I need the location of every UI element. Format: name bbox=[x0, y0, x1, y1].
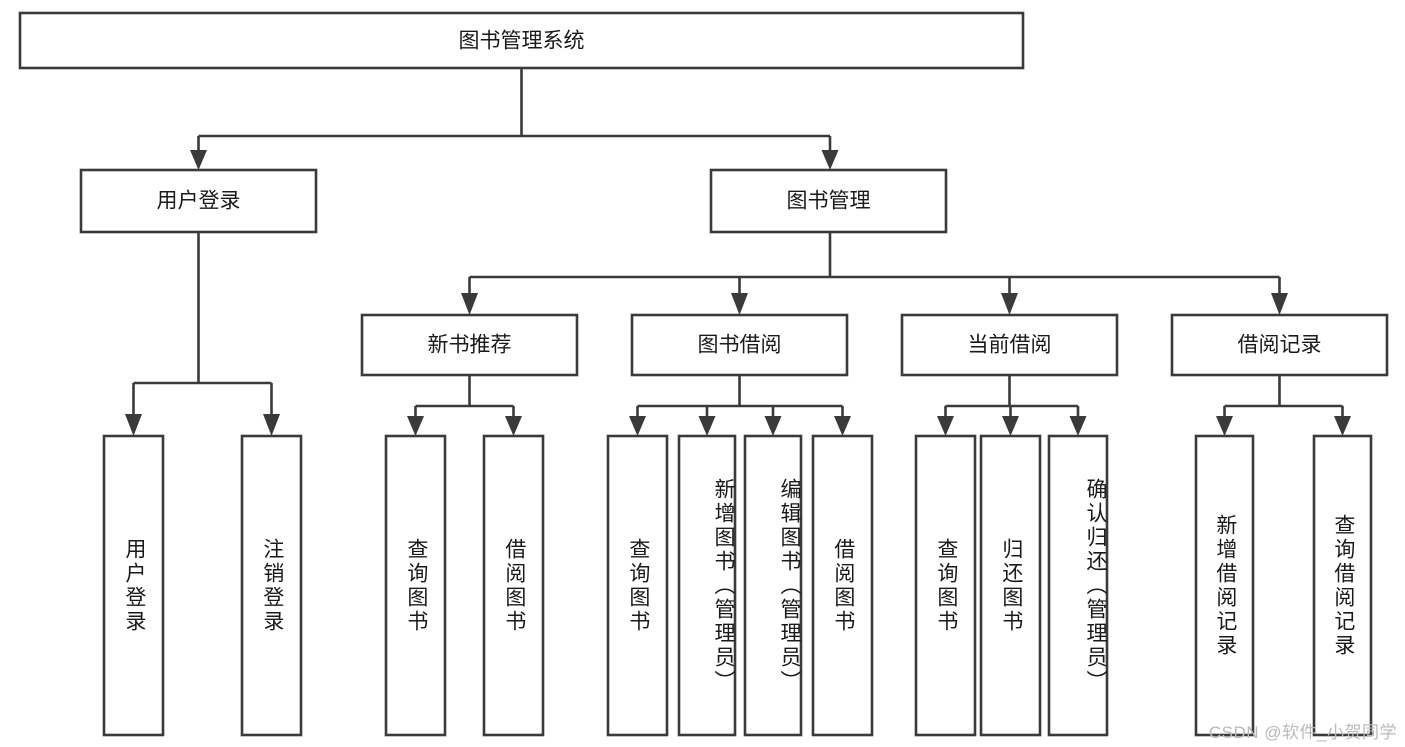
node-leaf-add-borrow-record-box[interactable] bbox=[1194, 434, 1255, 737]
arrowhead-to-leaf-edit-book-admin bbox=[764, 416, 782, 436]
node-leaf-borrow-book-box[interactable] bbox=[811, 434, 874, 737]
arrowhead-to-leaf-logout bbox=[263, 414, 280, 436]
arrowhead-to-leaf-cur-query-book bbox=[937, 416, 954, 436]
arrowhead-to-new-book-rec bbox=[461, 293, 478, 315]
node-leaf-borrow-query-book-box[interactable] bbox=[606, 434, 669, 737]
arrowhead-to-leaf-add-borrow-record bbox=[1216, 416, 1233, 436]
node-leaf-rec-query-book-box[interactable] bbox=[384, 434, 447, 737]
csdn-watermark: CSDN @软件_小贺同学 bbox=[1208, 723, 1397, 742]
connector-book-borrow-trunk bbox=[636, 375, 844, 418]
connector-user-login-trunk bbox=[132, 232, 273, 416]
arrowhead-to-book-manage bbox=[821, 150, 839, 170]
connector-new-book-rec-trunk bbox=[414, 375, 515, 418]
arrowhead-to-book-borrow bbox=[731, 293, 748, 315]
node-group: 图书管理系统 用户登录 图书管理 新书推荐 图书借阅 当前借阅 借阅记录 bbox=[18, 11, 1389, 737]
connector-borrow-record-trunk bbox=[1223, 375, 1344, 418]
node-new-book-rec-label: 新书推荐 bbox=[428, 334, 512, 357]
arrowhead-to-leaf-return-book bbox=[1002, 416, 1019, 436]
arrowhead-to-leaf-rec-borrow-book bbox=[505, 416, 522, 436]
node-leaf-return-book-box[interactable] bbox=[979, 434, 1042, 737]
arrowhead-to-leaf-user-login bbox=[125, 414, 142, 436]
node-borrow-record-label: 借阅记录 bbox=[1238, 334, 1322, 357]
node-user-login-box[interactable] bbox=[79, 168, 318, 234]
node-leaf-logout-box[interactable] bbox=[240, 434, 303, 737]
node-book-manage-box[interactable] bbox=[709, 168, 948, 234]
connector-book-manage-trunk bbox=[468, 232, 1281, 295]
node-current-borrow-label: 当前借阅 bbox=[968, 334, 1052, 357]
node-leaf-user-login-box[interactable] bbox=[102, 434, 165, 737]
arrowhead-to-leaf-borrow-query-book bbox=[629, 416, 646, 436]
node-leaf-cur-query-book-box[interactable] bbox=[914, 434, 977, 737]
node-user-login-label: 用户登录 bbox=[157, 190, 241, 213]
connector-current-borrow-trunk bbox=[944, 375, 1080, 418]
node-root-label: 图书管理系统 bbox=[459, 30, 585, 53]
node-current-borrow-box[interactable] bbox=[900, 313, 1119, 377]
arrowhead-to-leaf-confirm-return-admin bbox=[1069, 416, 1087, 436]
node-leaf-confirm-return-admin-box[interactable] bbox=[1047, 434, 1109, 737]
arrowhead-to-user-login bbox=[190, 150, 207, 170]
arrowhead-to-borrow-record bbox=[1271, 293, 1288, 315]
connector-group bbox=[125, 68, 1351, 436]
arrowhead-to-leaf-borrow-book bbox=[834, 416, 851, 436]
arrowhead-to-leaf-add-book-admin bbox=[698, 416, 716, 436]
node-root-box[interactable] bbox=[18, 11, 1025, 70]
arrowhead-to-current-borrow bbox=[1001, 293, 1018, 315]
node-leaf-edit-book-admin-box[interactable] bbox=[743, 434, 803, 737]
connector-root-trunk bbox=[197, 68, 832, 153]
node-leaf-query-borrow-record-box[interactable] bbox=[1312, 434, 1373, 737]
node-leaf-add-book-admin-box[interactable] bbox=[677, 434, 737, 737]
node-borrow-record-box[interactable] bbox=[1170, 313, 1389, 377]
arrowhead-to-leaf-query-borrow-record bbox=[1334, 416, 1351, 436]
node-leaf-rec-borrow-book-box[interactable] bbox=[482, 434, 545, 737]
node-book-borrow-label: 图书借阅 bbox=[698, 334, 782, 357]
arrowhead-to-leaf-rec-query-book bbox=[407, 416, 424, 436]
node-new-book-rec-box[interactable] bbox=[360, 313, 579, 377]
node-book-manage-label: 图书管理 bbox=[787, 190, 871, 213]
node-book-borrow-box[interactable] bbox=[630, 313, 849, 377]
